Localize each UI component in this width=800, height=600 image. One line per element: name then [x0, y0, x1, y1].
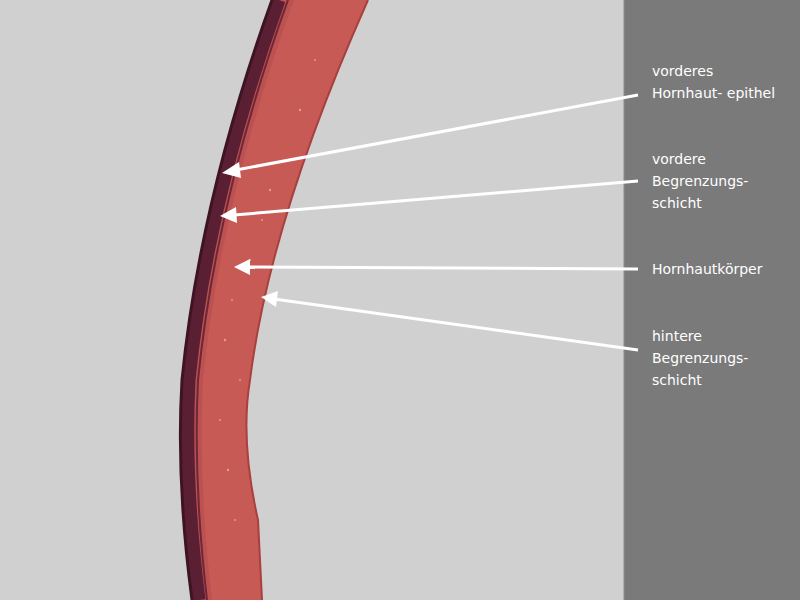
label-panel	[624, 0, 800, 600]
stroma-texture	[219, 59, 316, 521]
arrowhead	[261, 291, 278, 307]
leader-line	[274, 299, 638, 350]
leader-line	[248, 267, 638, 269]
leader-line	[234, 181, 638, 215]
arrowhead	[222, 162, 241, 178]
posterior-limiting-layer	[246, 0, 368, 600]
leader-lines	[234, 95, 638, 350]
corneal-stroma	[180, 0, 368, 600]
anterior-limiting-layer	[197, 0, 288, 600]
part-label: vorderes Hornhaut- epithel	[652, 60, 780, 104]
leader-line	[236, 95, 638, 170]
background	[0, 0, 624, 600]
panel-border	[624, 0, 625, 600]
part-label: hintere Begrenzungs- schicht	[652, 325, 780, 391]
arrowhead	[234, 259, 250, 275]
part-label: vordere Begrenzungs- schicht	[652, 148, 780, 214]
arrowhead	[220, 207, 237, 223]
arrowheads	[220, 162, 278, 307]
part-label: Hornhautkörper	[652, 258, 780, 280]
anterior-epithelium	[188, 0, 279, 600]
